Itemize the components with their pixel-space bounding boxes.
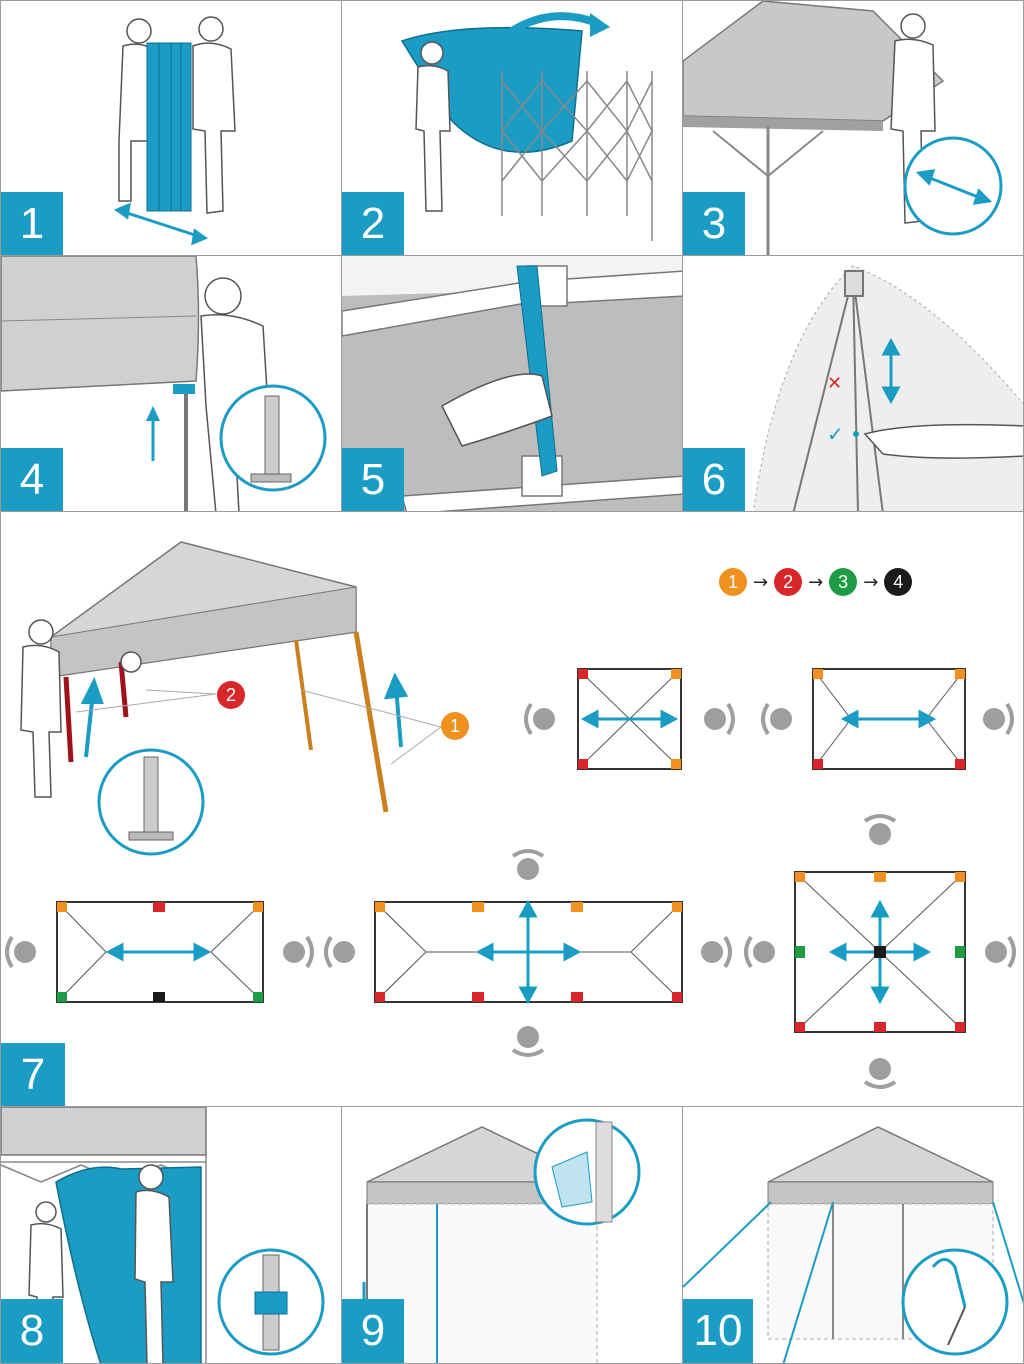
svg-text:✓: ✓ — [827, 422, 844, 446]
svg-text:✕: ✕ — [827, 373, 842, 394]
step-9-panel: 9 — [341, 1106, 684, 1364]
extend-legs-diagrams — [5, 541, 1016, 1089]
step-number: 9 — [342, 1299, 404, 1363]
detail-circle — [901, 1248, 1009, 1356]
arrow-right-icon: → — [808, 571, 824, 593]
step-number: 5 — [342, 448, 404, 512]
attach-sidewall-illustration — [1, 1107, 325, 1363]
lift-canopy-illustration — [683, 1, 1003, 256]
arrow-right-icon: → — [753, 571, 769, 593]
step-4-panel: 4 — [0, 255, 343, 513]
person-icons — [5, 702, 1016, 1089]
folded-frame-illustration — [113, 16, 236, 246]
order-3: 3 — [829, 568, 858, 596]
step-number: 10 — [683, 1299, 753, 1363]
callout-back-legs: 2 — [217, 681, 245, 709]
step-8-panel: 8 — [0, 1106, 343, 1364]
step-6-panel: ✕ ✓ 6 — [682, 255, 1024, 513]
step-number: 4 — [1, 448, 63, 512]
callout-front-legs: 1 — [441, 712, 469, 740]
arrow-right-icon: → — [863, 571, 879, 593]
step-1-panel: 1 — [0, 0, 343, 257]
raise-leg-illustration — [1, 256, 327, 512]
velcro-strap-illustration — [342, 256, 683, 512]
height-pin-illustration: ✕ ✓ — [752, 265, 1023, 512]
step-3-panel: 3 — [682, 0, 1024, 257]
step-number: 7 — [1, 1043, 65, 1107]
leg-order-sequence: 1 → 2 → 3 → 4 — [719, 568, 913, 596]
order-4: 4 — [884, 568, 913, 596]
step-10-panel: 10 — [682, 1106, 1024, 1364]
expand-frame-illustration — [400, 12, 653, 241]
step-number: 6 — [683, 448, 745, 512]
guy-ropes-illustration — [683, 1126, 1023, 1363]
step-2-panel: 2 — [341, 0, 684, 257]
corner-markers — [57, 669, 965, 1032]
step-number: 3 — [683, 192, 745, 256]
step-5-panel: 5 — [341, 255, 684, 513]
step-number: 8 — [1, 1299, 63, 1363]
order-1: 1 — [719, 568, 747, 596]
step-number: 2 — [342, 192, 404, 256]
step-number: 1 — [1, 192, 63, 256]
order-2: 2 — [774, 568, 803, 596]
step-7-panel: 2 1 1 → 2 → 3 → 4 7 — [0, 511, 1024, 1108]
